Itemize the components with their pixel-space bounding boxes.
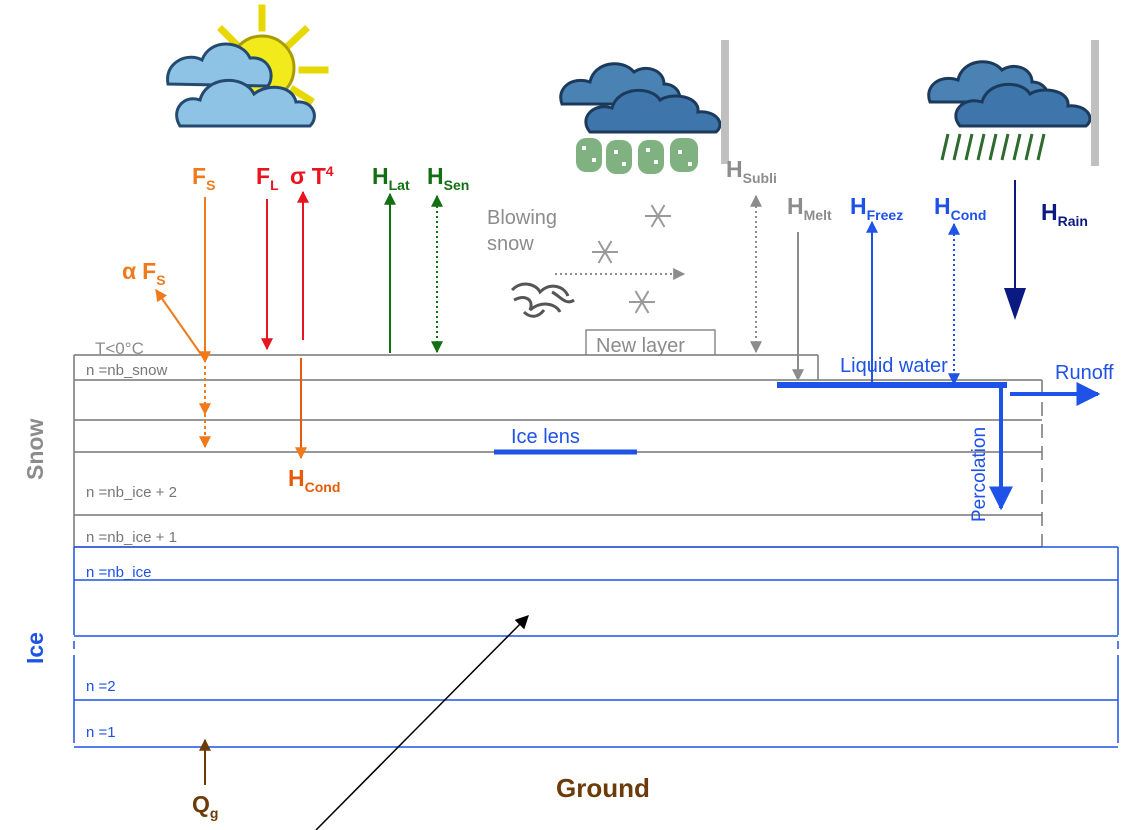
ground-label: Ground [556,773,650,803]
pointer-arrow [315,615,529,830]
runoff-label: Runoff [1055,362,1114,384]
snowflake-icon [592,204,671,314]
layer-n2-label: n =2 [86,678,116,695]
q-g-label: Qg [192,791,218,821]
h-rain-label: HRain [1041,199,1088,229]
sun-cloud-icon [166,4,329,128]
new-layer-bracket [585,329,716,355]
h-subli-label: HSubli [726,156,777,186]
new-layer-label: New layer [596,335,685,357]
fl-label: FL [256,163,279,193]
h-lat-label: HLat [372,163,410,193]
blowing-snow-label-1: Blowing [487,207,557,229]
snow-cloud-icon [559,62,722,174]
h-freez-label: HFreez [850,193,903,223]
rain-cloud-divider [1091,40,1099,166]
temperature-label: T<0°C [95,339,144,358]
blowing-snow-icon [510,282,575,318]
h-sen-label: HSen [427,163,469,193]
ice-section-label: Ice [22,632,48,664]
layer-nb-ice-plus2-label: n =nb_ice + 2 [86,484,177,501]
layer-n1-label: n =1 [86,724,116,741]
liquid-water-label: Liquid water [840,355,948,377]
ice-lens-label: Ice lens [511,426,580,448]
layer-nb-ice-plus1-label: n =nb_ice + 1 [86,529,177,546]
ice-layers [73,546,1119,748]
h-melt-label: HMelt [787,193,832,223]
h-cond-top-label: HCond [934,193,986,223]
fs-label: FS [192,163,215,193]
albedo-fs-arrow [155,289,206,361]
snow-cloud-divider [721,40,729,164]
h-cond-snow-label: HCond [288,465,340,495]
layer-nb-ice-label: n =nb_ice [86,564,151,581]
rain-cloud-icon [927,60,1092,161]
layer-nb-snow-label: n =nb_snow [86,362,167,379]
blowing-snow-label-2: snow [487,233,534,255]
percolation-label: Percolation [969,427,990,522]
snow-section-label: Snow [22,419,48,480]
h-rain-arrowhead [1004,288,1026,320]
